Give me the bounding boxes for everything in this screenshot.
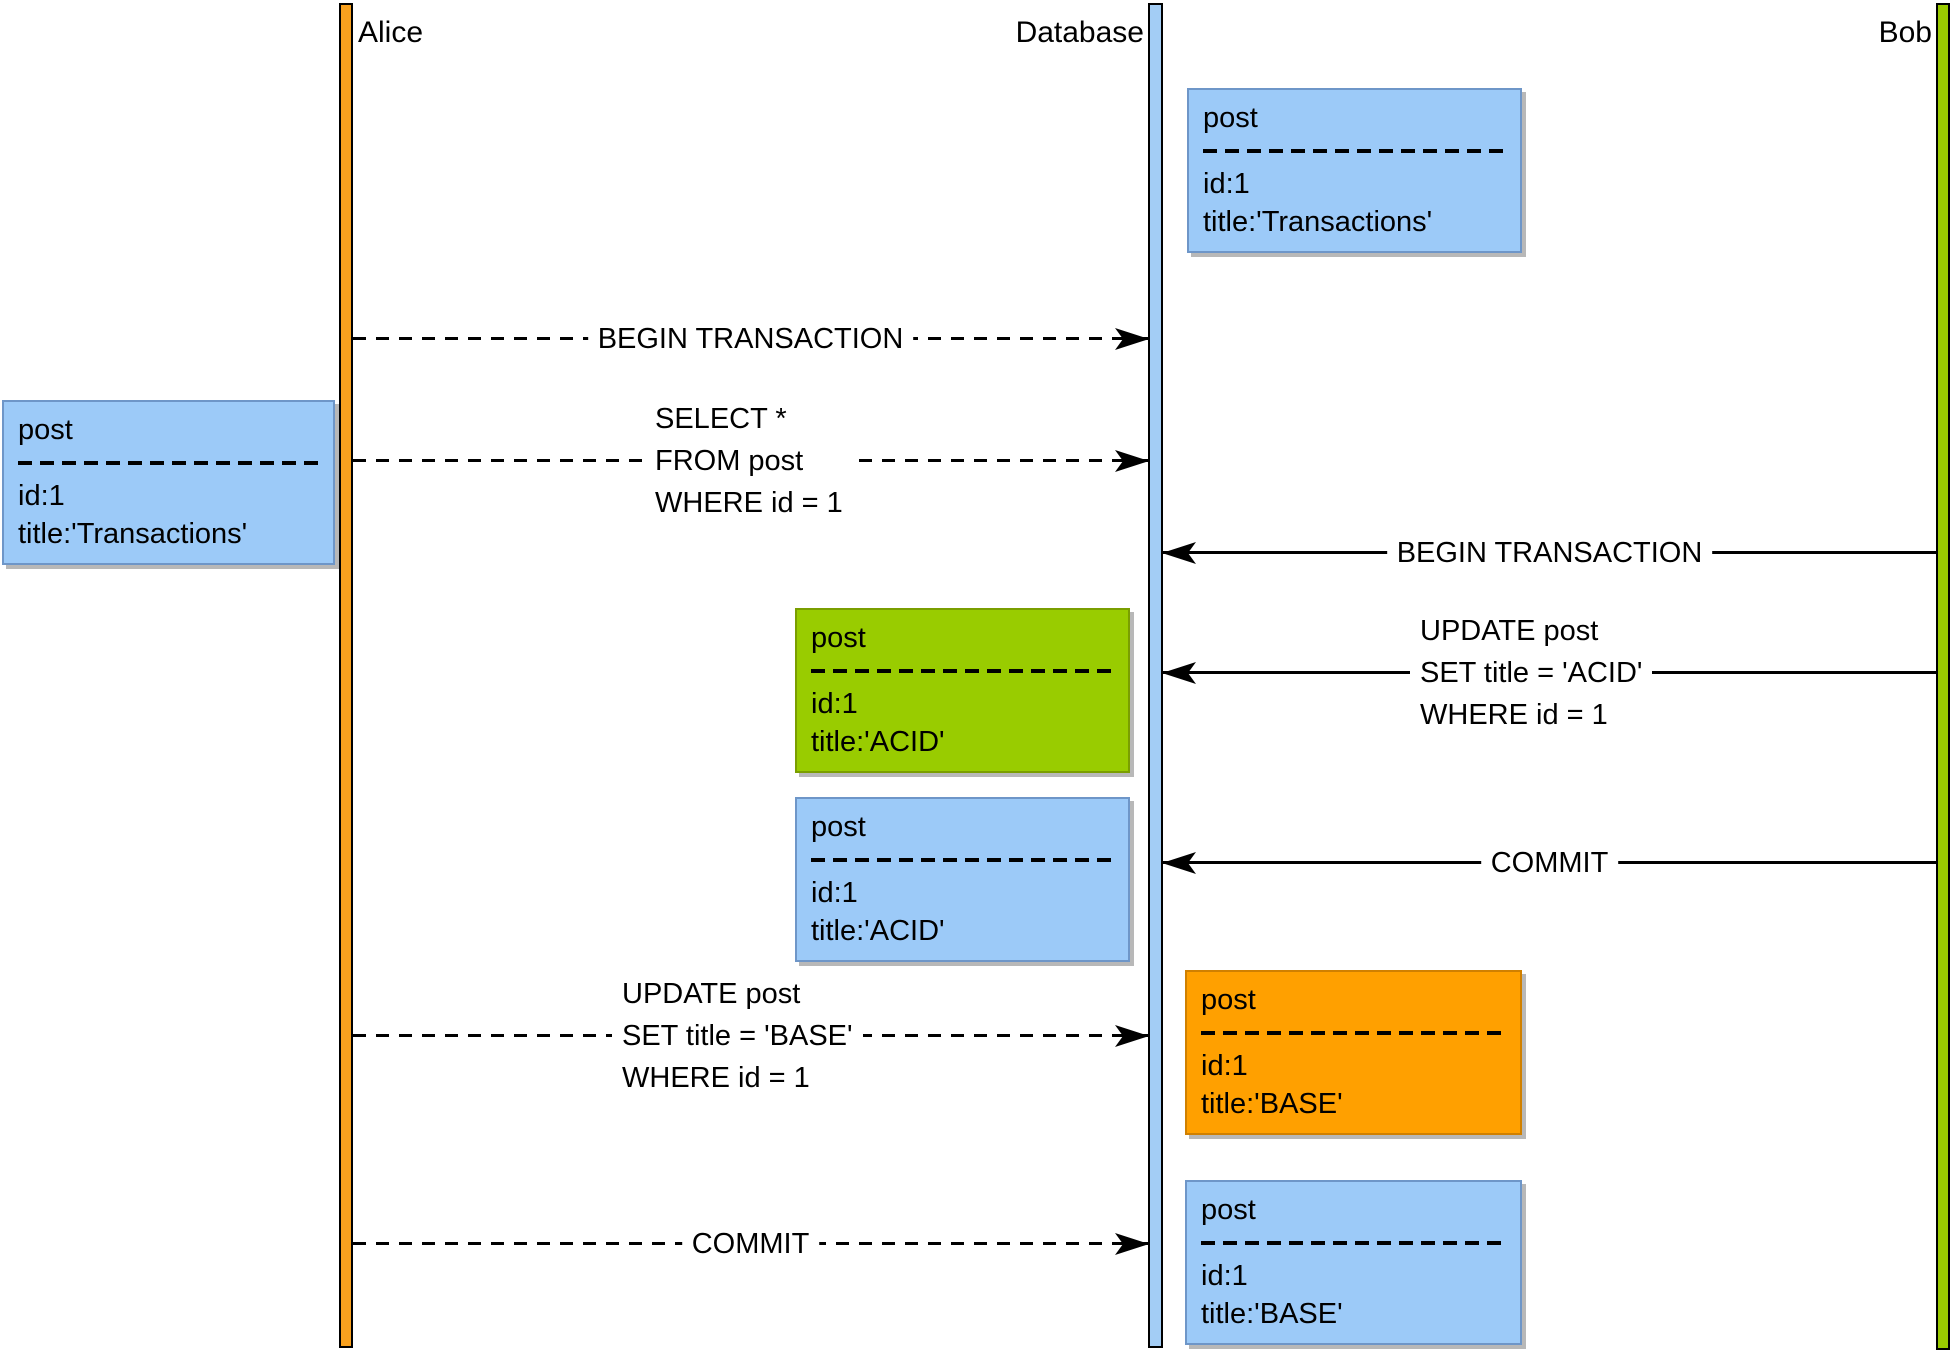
actor-label-alice: Alice [358,16,424,49]
note-field-title: title:'BASE' [1201,1088,1343,1120]
lifeline-database [1148,3,1163,1348]
message-label: BEGIN TRANSACTION [587,321,914,357]
lifeline-alice [339,3,353,1348]
message-label-line: SET title = 'BASE' [622,1020,853,1052]
lifeline-bob [1936,3,1950,1350]
message-label-line: WHERE id = 1 [622,1062,810,1094]
note-field-title: title:'Transactions' [18,518,248,550]
note-db-post-acid-committed: post id:1 title:'ACID' [795,797,1130,962]
note-field-id: id:1 [811,877,858,909]
note-divider [1203,149,1506,153]
note-alice-post-transactions: post id:1 title:'Transactions' [2,400,335,565]
message-label-line: WHERE id = 1 [655,487,843,519]
message-label: COMMIT [681,1226,820,1262]
message-label-line: WHERE id = 1 [1420,699,1608,731]
note-field-id: id:1 [18,480,65,512]
note-divider [811,858,1114,862]
note-field-title: title:'ACID' [811,726,945,758]
note-field-title: title:'Transactions' [1203,206,1433,238]
arrowhead-icon [1115,328,1149,350]
actor-label-bob: Bob [1878,16,1932,49]
arrowhead-icon [1115,450,1149,472]
message-label-line: FROM post [655,445,804,477]
note-table-name: post [18,414,73,446]
message-label-line: UPDATE post [622,978,801,1010]
message-label: SELECT * FROM post WHERE id = 1 [645,398,853,524]
arrowhead-icon [1162,542,1196,564]
arrowhead-icon [1115,1233,1149,1255]
note-table-name: post [1201,984,1256,1016]
note-field-id: id:1 [811,688,858,720]
message-label: COMMIT [1480,845,1619,881]
message-label: BEGIN TRANSACTION [1386,535,1713,571]
message-label-line: SELECT * [655,403,787,435]
message-label-line: SET title = 'ACID' [1420,657,1643,689]
note-divider [1201,1241,1506,1245]
note-table-name: post [1201,1194,1256,1226]
arrowhead-icon [1115,1025,1149,1047]
arrowhead-icon [1162,852,1196,874]
note-db-post-base-update: post id:1 title:'BASE' [1185,970,1522,1135]
message-label: UPDATE post SET title = 'BASE' WHERE id … [612,973,863,1099]
note-db-post-base-committed: post id:1 title:'BASE' [1185,1180,1522,1345]
note-db-post-acid-uncommitted: post id:1 title:'ACID' [795,608,1130,773]
note-table-name: post [811,811,866,843]
message-label: UPDATE post SET title = 'ACID' WHERE id … [1410,610,1653,736]
actor-label-database: Database [1015,16,1144,49]
note-field-id: id:1 [1201,1050,1248,1082]
note-divider [811,669,1114,673]
note-db-post-transactions: post id:1 title:'Transactions' [1187,88,1522,253]
note-table-name: post [1203,102,1258,134]
arrowhead-icon [1162,662,1196,684]
note-field-title: title:'BASE' [1201,1298,1343,1330]
note-field-id: id:1 [1203,168,1250,200]
message-label-line: UPDATE post [1420,615,1599,647]
note-divider [18,461,319,465]
note-table-name: post [811,622,866,654]
note-field-title: title:'ACID' [811,915,945,947]
note-field-id: id:1 [1201,1260,1248,1292]
note-divider [1201,1031,1506,1035]
